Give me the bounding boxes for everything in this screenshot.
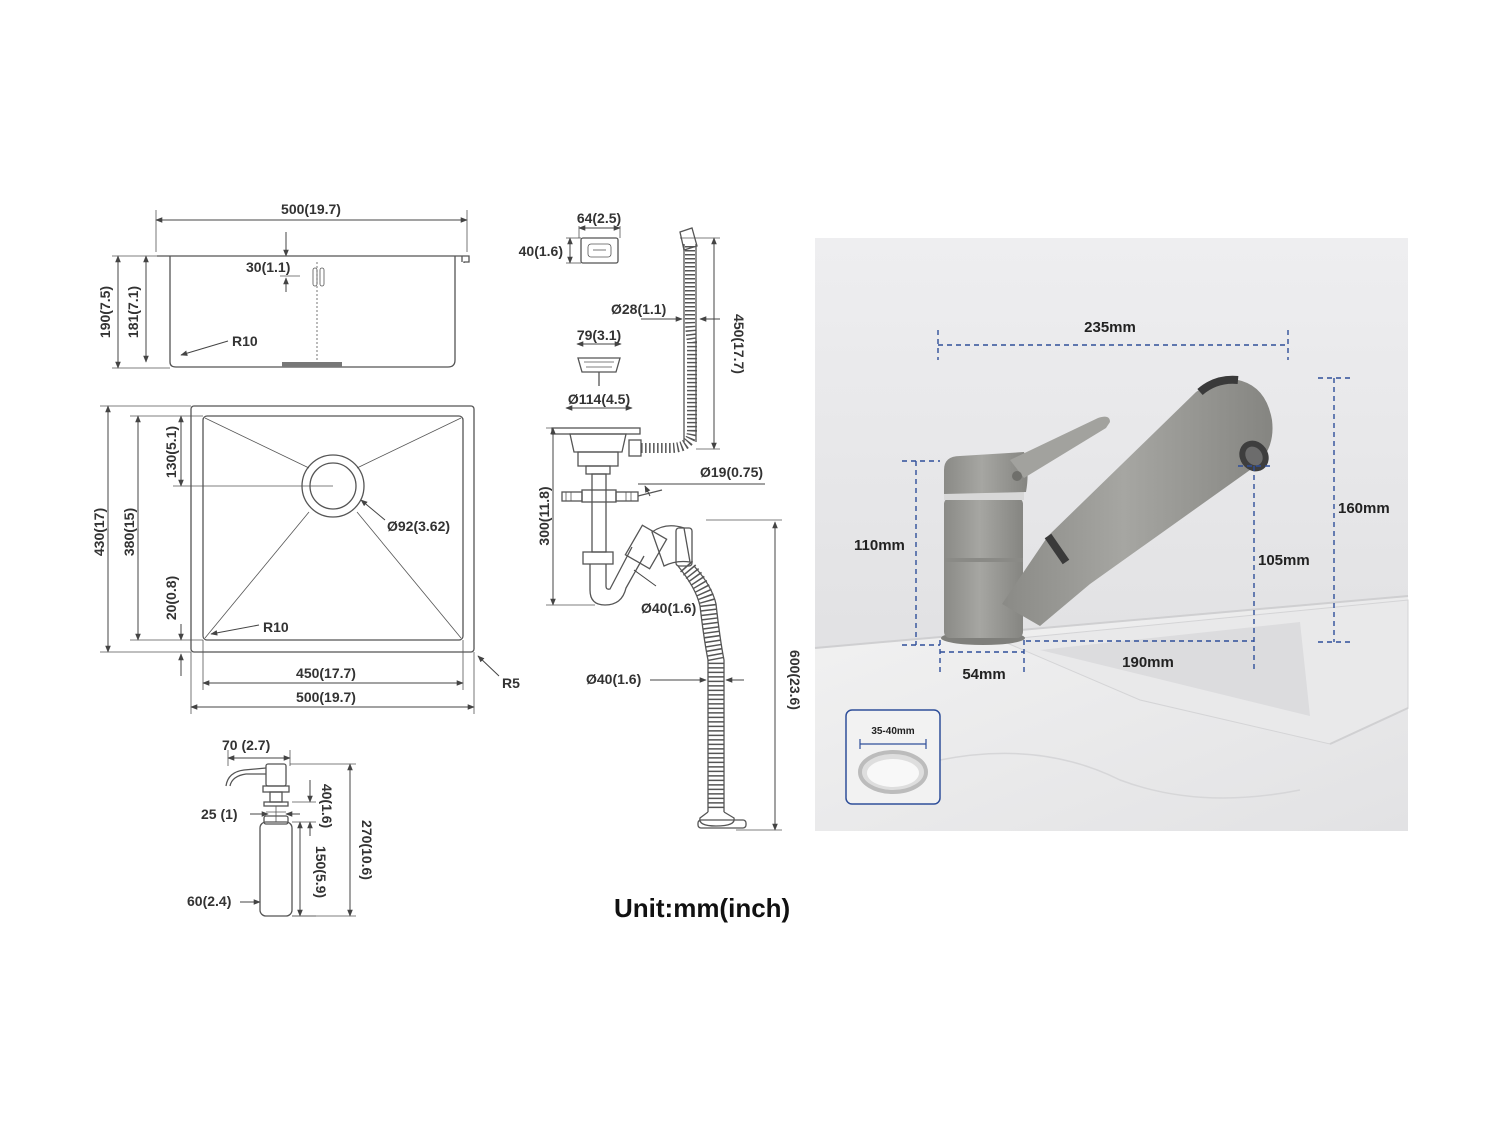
- sink-height-inner-label: 181(7.1): [125, 286, 141, 338]
- strainer: 79(3.1) Ø114(4.5): [565, 327, 633, 411]
- inlet-diameter-label: Ø19(0.75): [700, 464, 763, 480]
- waste-hose-diameter-label: Ø40(1.6): [586, 671, 641, 687]
- hole-size-label: 35-40mm: [871, 726, 914, 737]
- soap-dispenser: 70 (2.7) 25 (1) 40(1.6) 150(5.9) 270(10.…: [187, 737, 375, 917]
- sink-depth-inner-label: 380(15): [121, 508, 137, 556]
- faucet-total-height-label: 160mm: [1338, 500, 1390, 517]
- overflow-hose-diameter-label: Ø28(1.1): [611, 301, 666, 317]
- bottom-offset-label: 20(0.8): [163, 576, 179, 620]
- spout-height-label: 105mm: [1258, 552, 1310, 569]
- unit-label: Unit:mm(inch): [614, 893, 790, 923]
- bottle-diameter-label: 60(2.4): [187, 893, 231, 909]
- strainer-flange-label: Ø114(4.5): [568, 391, 630, 407]
- wall-gap-label: 30(1.1): [246, 259, 290, 275]
- overflow-hose-length-label: 450(17.7): [731, 314, 747, 374]
- outer-radius-label: R5: [502, 675, 520, 691]
- drain-kit: Ø19(0.75) Ø40(1.6) 300(11.8) 450(17.7) Ø…: [536, 227, 803, 831]
- bottle-height-label: 150(5.9): [313, 846, 329, 898]
- faucet-body-height-label: 110mm: [854, 537, 905, 554]
- drain-diameter-label: Ø92(3.62): [387, 518, 450, 534]
- sink-top-view: 430(17) 380(15) 130(5.1) 20(0.8) Ø92(3.6…: [91, 405, 520, 714]
- waste-hose-length-label: 600(23.6): [787, 650, 803, 710]
- sink-width-label: 500(19.7): [281, 201, 341, 217]
- overflow-width-label: 64(2.5): [577, 210, 621, 226]
- spout-length-label: 70 (2.7): [222, 737, 270, 753]
- sink-depth-outer-label: 430(17): [91, 508, 107, 556]
- neck-diameter-label: 25 (1): [201, 806, 238, 822]
- hole-size-inset: 35-40mm: [845, 709, 941, 805]
- inner-width-label: 450(17.7): [296, 665, 356, 681]
- total-height-label: 270(10.6): [359, 820, 375, 880]
- faucet-photo: 235mm 110mm 160mm 105mm 54mm 190mm 35-40…: [814, 238, 1409, 831]
- overflow-cover: 64(2.5) 40(1.6): [519, 210, 621, 264]
- trap-diameter-label: Ø40(1.6): [641, 600, 696, 616]
- spout-distance-label: 190mm: [1122, 654, 1174, 671]
- top-radius-label: R10: [263, 619, 289, 635]
- faucet-reach-label: 235mm: [1084, 319, 1136, 336]
- drain-offset-label: 130(5.1): [163, 426, 179, 478]
- base-diameter-label: 54mm: [962, 666, 1005, 683]
- side-radius-label: R10: [232, 333, 258, 349]
- neck-height-label: 40(1.6): [319, 784, 335, 828]
- overflow-height-label: 40(1.6): [519, 243, 563, 259]
- trap-height-label: 300(11.8): [536, 486, 552, 545]
- sink-height-outer-label: 190(7.5): [97, 286, 113, 338]
- outer-width-label: 500(19.7): [296, 689, 356, 705]
- strainer-cap-label: 79(3.1): [577, 327, 621, 343]
- sink-side-view: 500(19.7) 30(1.1) 190(7.5) 181(7.1) R10: [97, 201, 470, 369]
